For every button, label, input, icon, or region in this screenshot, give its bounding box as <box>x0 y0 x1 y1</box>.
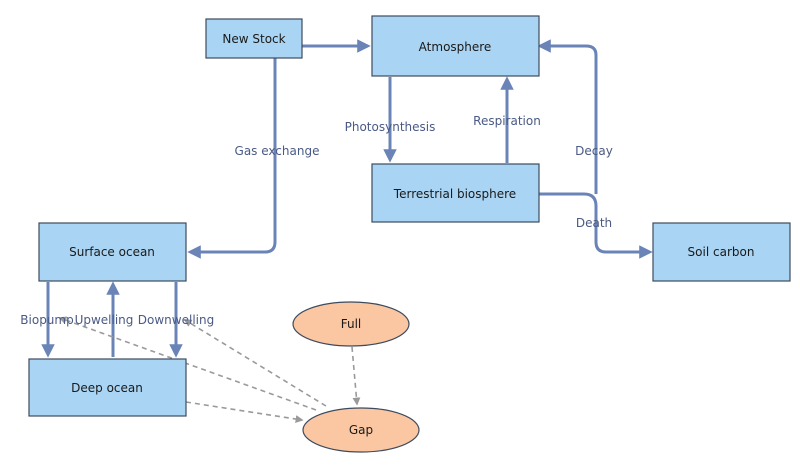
node-new-stock: New Stock <box>205 18 303 59</box>
edge-labels: Gas exchange Photosynthesis Respiration … <box>20 114 613 327</box>
dashed-gap-to-biopump <box>58 316 317 411</box>
node-gap: Gap <box>302 407 420 453</box>
dashed-arrows <box>58 316 361 423</box>
arrow-death <box>539 192 653 259</box>
arrow-decay <box>537 39 598 194</box>
dashed-deepocean-to-gap <box>185 401 304 423</box>
decay-label: Decay <box>575 144 613 158</box>
downwelling-label: Downwelling <box>138 313 214 327</box>
node-terrestrial-biosphere: Terrestrial biosphere <box>371 163 540 223</box>
node-deep-ocean: Deep ocean <box>28 358 187 417</box>
node-gap-label: Gap <box>349 423 373 437</box>
node-atmosphere-label: Atmosphere <box>419 40 492 54</box>
flow-arrows <box>41 39 653 358</box>
node-full: Full <box>292 301 410 347</box>
respiration-label: Respiration <box>473 114 541 128</box>
node-surface-ocean: Surface ocean <box>38 222 187 282</box>
upwelling-label: Upwelling <box>75 313 134 327</box>
dashed-gap-to-downwelling <box>183 319 327 407</box>
node-atmosphere: Atmosphere <box>371 15 540 77</box>
gas-exchange-label: Gas exchange <box>235 144 320 158</box>
node-terrestrial-biosphere-label: Terrestrial biosphere <box>393 187 516 201</box>
node-soil-carbon-label: Soil carbon <box>688 245 755 259</box>
node-surface-ocean-label: Surface ocean <box>69 245 155 259</box>
node-soil-carbon: Soil carbon <box>652 222 791 282</box>
node-full-label: Full <box>341 317 362 331</box>
death-label: Death <box>576 216 612 230</box>
arrow-gas-exchange <box>187 58 277 259</box>
node-deep-ocean-label: Deep ocean <box>71 381 143 395</box>
photosynthesis-label: Photosynthesis <box>345 120 436 134</box>
box-nodes: New Stock Atmosphere Terrestrial biosphe… <box>28 15 791 417</box>
ellipse-nodes: Full Gap <box>292 301 420 453</box>
dashed-full-to-gap <box>351 346 361 406</box>
biopump-label: Biopump <box>20 313 73 327</box>
node-new-stock-label: New Stock <box>222 32 285 46</box>
